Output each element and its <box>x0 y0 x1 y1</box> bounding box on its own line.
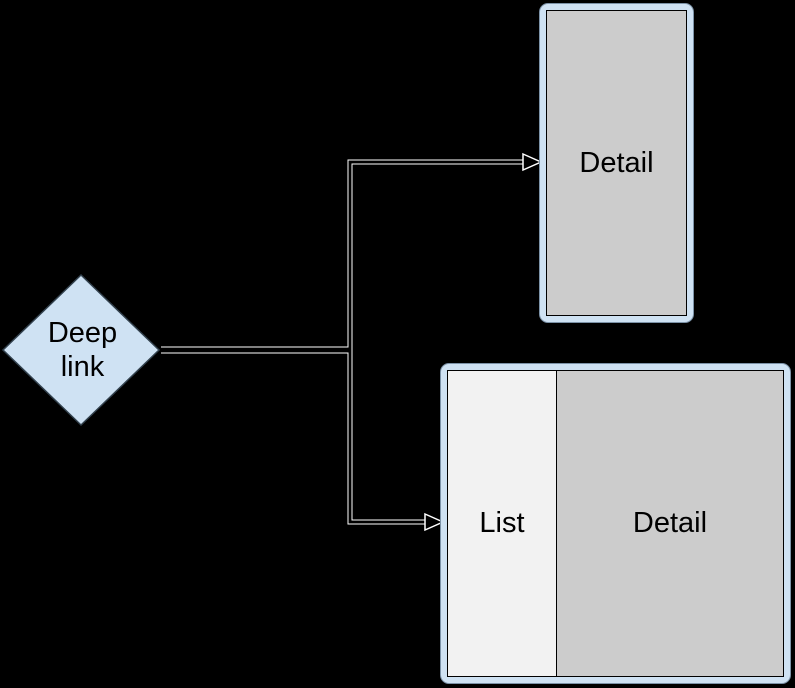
connector-to-list-detail-casing <box>161 348 426 525</box>
connector-to-detail-casing <box>161 159 524 352</box>
list-panel-label: List <box>479 507 525 539</box>
deep-link-label-text: Deep link <box>48 316 117 384</box>
connector-to-detail <box>161 160 524 351</box>
connector-to-list-detail <box>161 349 426 524</box>
list-detail-pane: List Detail <box>447 370 784 677</box>
deep-link-label: Deep link <box>0 270 165 430</box>
list-detail-screen: List Detail <box>440 363 791 684</box>
arrow-head-icon <box>522 152 543 172</box>
deep-link-label-line1: Deep <box>47 317 118 349</box>
diamond-shape <box>1 273 161 427</box>
detail-panel-label: Detail <box>632 507 708 539</box>
deep-link-label-line2: link <box>60 351 105 383</box>
detail-panel: Detail <box>557 371 783 676</box>
arrow-head-icon <box>424 512 445 532</box>
detail-pane-label: Detail <box>579 146 654 179</box>
deep-link-node <box>1 273 161 427</box>
list-panel: List <box>448 371 557 676</box>
detail-pane-screen: Detail <box>539 3 694 323</box>
detail-pane: Detail <box>546 10 687 316</box>
